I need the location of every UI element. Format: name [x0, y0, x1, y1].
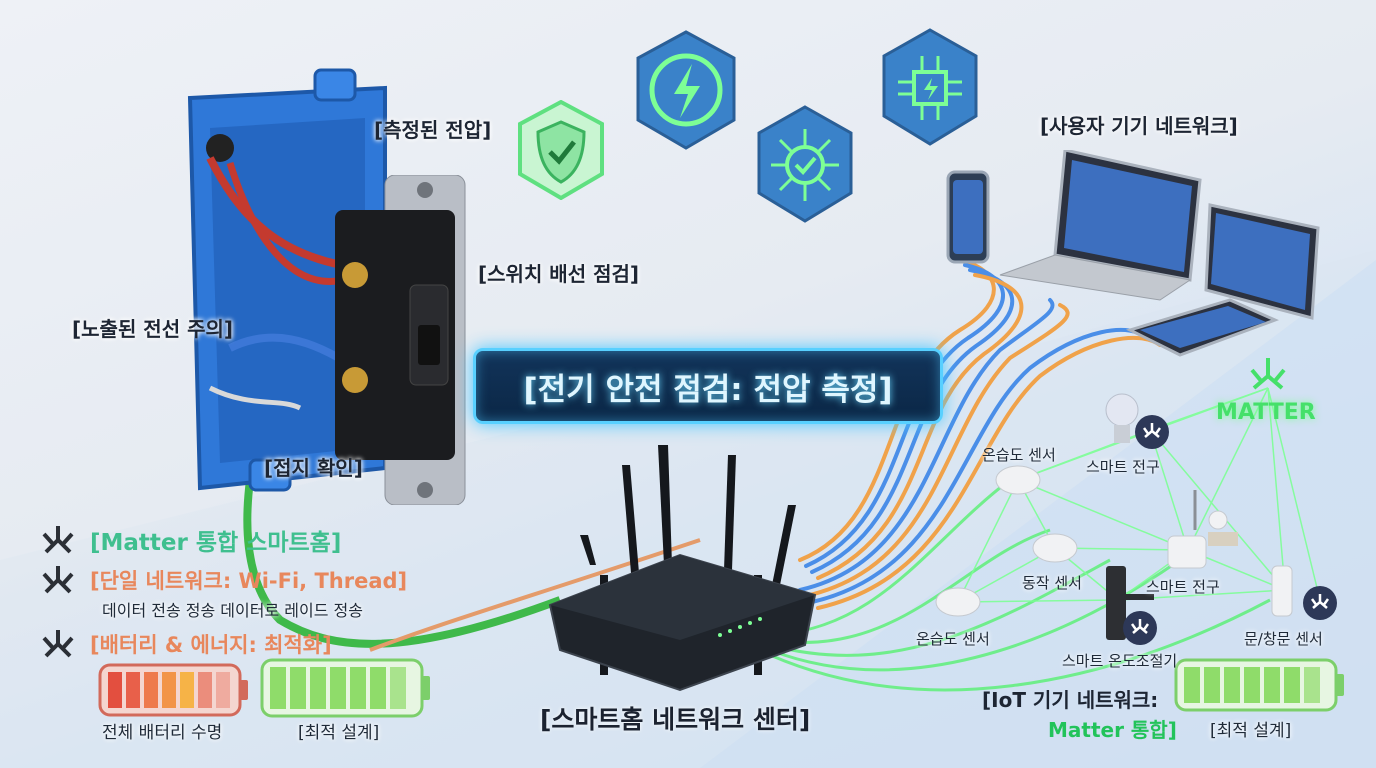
- iot-network-label-2: Matter 통합]: [1048, 718, 1177, 742]
- matter-logo-icon: [1250, 358, 1286, 390]
- user-devices: [946, 150, 1320, 357]
- legend-item-battery: [배터리 & 에너지: 최적화]: [40, 626, 332, 662]
- router: [548, 445, 817, 692]
- iot-device-label: 스마트 온도조절기: [1062, 652, 1178, 670]
- ground-check-label: [접지 확인]: [264, 456, 363, 480]
- light-switch: [335, 175, 466, 505]
- battery-caption: 전체 배터리 수명: [102, 723, 223, 743]
- exposed-wire-label: [노출된 전선 주의]: [72, 317, 234, 341]
- iot-device-label: 온습도 센서: [982, 446, 1056, 464]
- iot-device-label: 스마트 전구: [1146, 578, 1220, 596]
- matter-icon: [42, 526, 74, 554]
- battery-caption: [최적 설계]: [298, 723, 380, 743]
- legend-item-network: [단일 네트워크: Wi-Fi, Thread]: [40, 562, 407, 598]
- legend-description: 데이터 전송 정송 데이터로 레이드 정송: [102, 601, 363, 620]
- legend-item-matter: [Matter 통합 스마트홈]: [40, 522, 341, 558]
- user-devices-label: [사용자 기기 네트워크]: [1040, 114, 1238, 138]
- shield-check-icon: [518, 100, 604, 200]
- switch-wiring-label: [스위치 배선 점검]: [478, 262, 640, 286]
- lightning-hex-icon: [636, 30, 736, 150]
- legend-label: [배터리 & 에너지: 최적화]: [90, 633, 332, 657]
- matter-icon: [42, 566, 74, 594]
- matter-icon: [42, 630, 74, 658]
- legend-label: [단일 네트워크: Wi-Fi, Thread]: [90, 569, 408, 593]
- legend-label: [Matter 통합 스마트홈]: [90, 530, 342, 556]
- iot-device-label: 문/창문 센서: [1244, 630, 1323, 648]
- battery-caption: [최적 설계]: [1210, 721, 1292, 741]
- iot-device-label: 동작 센서: [1022, 574, 1082, 592]
- iot-network-label: [IoT 기기 네트워크:: [982, 688, 1159, 712]
- page-title: [전기 안전 점검: 전압 측정]: [473, 348, 943, 424]
- matter-logo-label: MATTER: [1216, 400, 1316, 425]
- network-center-label: [스마트홈 네트워크 센터]: [540, 705, 811, 734]
- iot-device-label: 온습도 센서: [916, 630, 990, 648]
- iot-device-label: 스마트 전구: [1086, 458, 1160, 476]
- chip-hex-icon: [882, 28, 978, 146]
- network-check-hex-icon: [757, 105, 853, 223]
- measured-voltage-label: [측정된 전압]: [374, 118, 492, 142]
